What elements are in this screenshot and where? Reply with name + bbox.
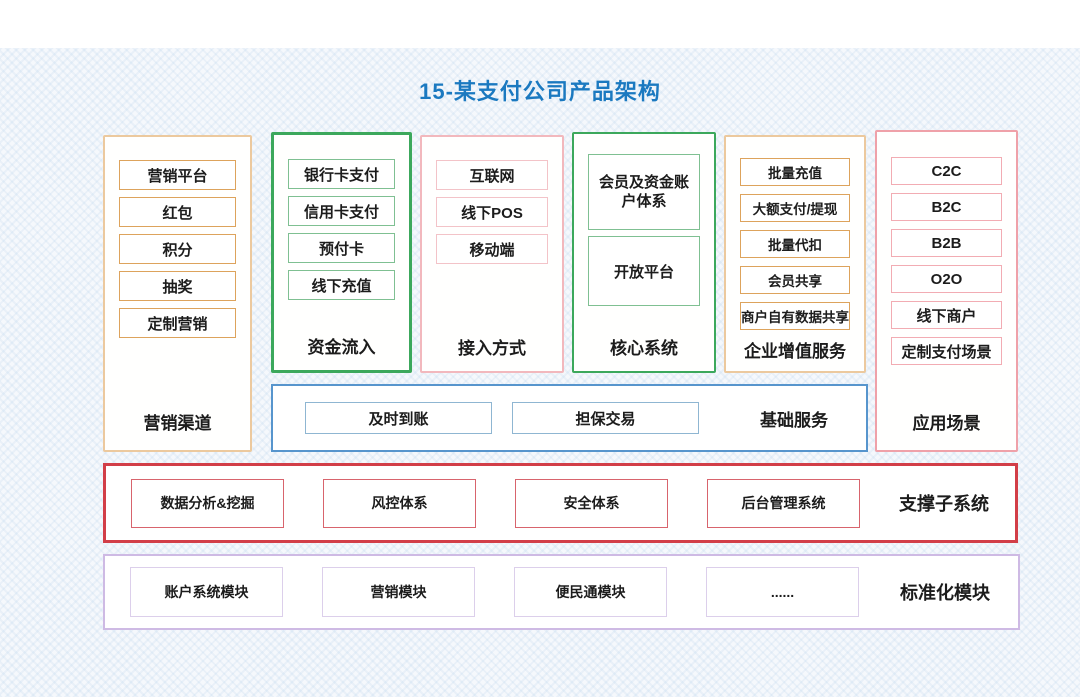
item-box: 开放平台: [588, 236, 700, 306]
item-box: 数据分析&挖掘: [131, 478, 284, 528]
column-value-added-services: 批量充值大额支付/提现批量代扣会员共享商户自有数据共享企业增值服务: [724, 135, 866, 373]
item-box: 会员及资金账户体系: [588, 154, 700, 230]
item-box: C2C: [891, 157, 1002, 185]
item-box: 银行卡支付: [288, 159, 395, 189]
column-label: 营销渠道: [143, 414, 212, 433]
column-marketing-channels: 营销平台红包积分抽奖定制营销营销渠道: [103, 135, 252, 452]
column-core-systems: 会员及资金账户体系开放平台核心系统: [572, 132, 716, 373]
bar-label: 支撑子系统: [899, 494, 989, 514]
column-label: 应用场景: [912, 414, 981, 433]
item-box: 商户自有数据共享: [740, 302, 850, 330]
page-title: 15-某支付公司产品架构: [419, 79, 661, 104]
item-box: 预付卡: [288, 233, 395, 263]
item-box: 账户系统模块: [130, 567, 283, 617]
column-label: 企业增值服务: [744, 342, 846, 361]
item-box: 批量代扣: [740, 230, 850, 258]
item-box: 批量充值: [740, 158, 850, 186]
item-box: 会员共享: [740, 266, 850, 294]
bar-label: 标准化模块: [900, 583, 990, 603]
item-box: 线下充值: [288, 270, 395, 300]
item-box: 风控体系: [323, 478, 476, 528]
item-box: 担保交易: [512, 402, 699, 434]
bar-standardized-modules: 账户系统模块营销模块便民通模块...... 标准化模块: [103, 554, 1020, 630]
column-application-scenarios: C2C B2C B2B O2O 线下商户定制支付场景应用场景: [875, 130, 1018, 452]
item-box: 定制支付场景: [891, 337, 1002, 365]
bar-label: 基础服务: [760, 410, 828, 430]
column-capital-inflow: 银行卡支付信用卡支付预付卡线下充值资金流入: [271, 132, 412, 373]
item-box: ......: [706, 567, 859, 617]
item-box: 移动端: [436, 234, 548, 264]
item-box: 互联网: [436, 160, 548, 190]
column-access-methods: 互联网线下POS 移动端接入方式: [420, 135, 564, 373]
item-box: 营销平台: [119, 160, 236, 190]
item-box: 线下商户: [891, 301, 1002, 329]
item-box: 积分: [119, 234, 236, 264]
item-box: 营销模块: [322, 567, 475, 617]
item-box: 信用卡支付: [288, 196, 395, 226]
column-label: 接入方式: [458, 339, 526, 358]
item-box: 便民通模块: [514, 567, 667, 617]
item-box: B2B: [891, 229, 1002, 257]
bar-supporting-subsystems: 数据分析&挖掘风控体系安全体系后台管理系统 支撑子系统: [103, 463, 1018, 543]
column-label: 资金流入: [307, 338, 376, 357]
item-box: 线下POS: [436, 197, 548, 227]
item-box: 红包: [119, 197, 236, 227]
item-box: O2O: [891, 265, 1002, 293]
item-box: 大额支付/提现: [740, 194, 850, 222]
bar-basic-services: 及时到账担保交易 基础服务: [271, 384, 868, 452]
column-label: 核心系统: [610, 339, 678, 358]
item-box: B2C: [891, 193, 1002, 221]
item-box: 定制营销: [119, 308, 236, 338]
item-box: 安全体系: [515, 478, 668, 528]
item-box: 抽奖: [119, 271, 236, 301]
item-box: 后台管理系统: [707, 478, 860, 528]
item-box: 及时到账: [305, 402, 492, 434]
